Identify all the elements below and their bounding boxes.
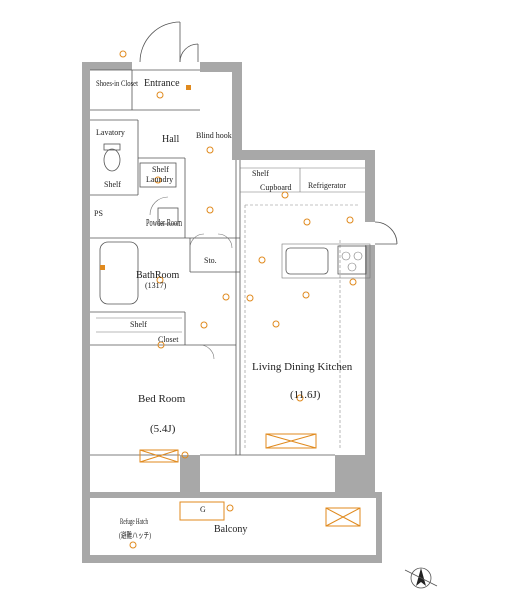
balcony-label: Balcony: [214, 524, 247, 535]
entrance-label: Entrance: [144, 78, 180, 89]
lavatory-label: Lavatory: [96, 128, 125, 137]
shelf-laundry-label: Shelf: [152, 165, 169, 174]
bathtub-icon: [99, 241, 139, 305]
refuge-hatch-label: Refuge Hatch: [120, 517, 148, 526]
ps-label: PS: [94, 209, 103, 218]
refrigerator-label: Refrigerator: [308, 181, 346, 190]
sto-label: Sto.: [204, 256, 217, 265]
partitions: [90, 69, 365, 456]
electrical-symbols: [100, 50, 361, 549]
shelf-small-label: Shelf: [104, 180, 121, 189]
ldk-label: Living Dining Kitchen: [252, 361, 353, 373]
stove-icon: [337, 245, 367, 275]
refuge-hatch-jp-label: (避難ハッチ): [119, 530, 151, 540]
powder-room-label: Powder Room: [146, 218, 182, 229]
toilet-icon: [103, 143, 121, 172]
bathroom-label: BathRoom: [136, 270, 180, 281]
hall-label: Hall: [162, 134, 179, 145]
bathroom-size-label: (1317): [145, 281, 167, 290]
outer-walls: [82, 62, 382, 563]
shoes-in-closet-label: Shoes-in Closet: [96, 79, 139, 88]
closet-label: Closet: [158, 335, 179, 344]
cupboard-label: Cupboard: [260, 183, 292, 192]
north-arrow-icon: [404, 567, 438, 589]
sink-icon: [139, 162, 329, 275]
laundry-label: Laundry: [146, 175, 173, 184]
kitchen-counter: [281, 243, 371, 279]
shelves: [96, 317, 182, 333]
bed-room-size-label: (5.4J): [150, 423, 176, 435]
shelf-kitchen-label: Shelf: [252, 169, 269, 178]
shelf-lower-label: Shelf: [130, 320, 147, 329]
ldk-size-label: (11.6J): [290, 389, 321, 401]
bed-room-label: Bed Room: [138, 393, 186, 405]
g-mark-label: G: [200, 505, 206, 514]
door-icon: [139, 21, 398, 360]
blind-hook-label: Blind hook: [196, 131, 232, 140]
